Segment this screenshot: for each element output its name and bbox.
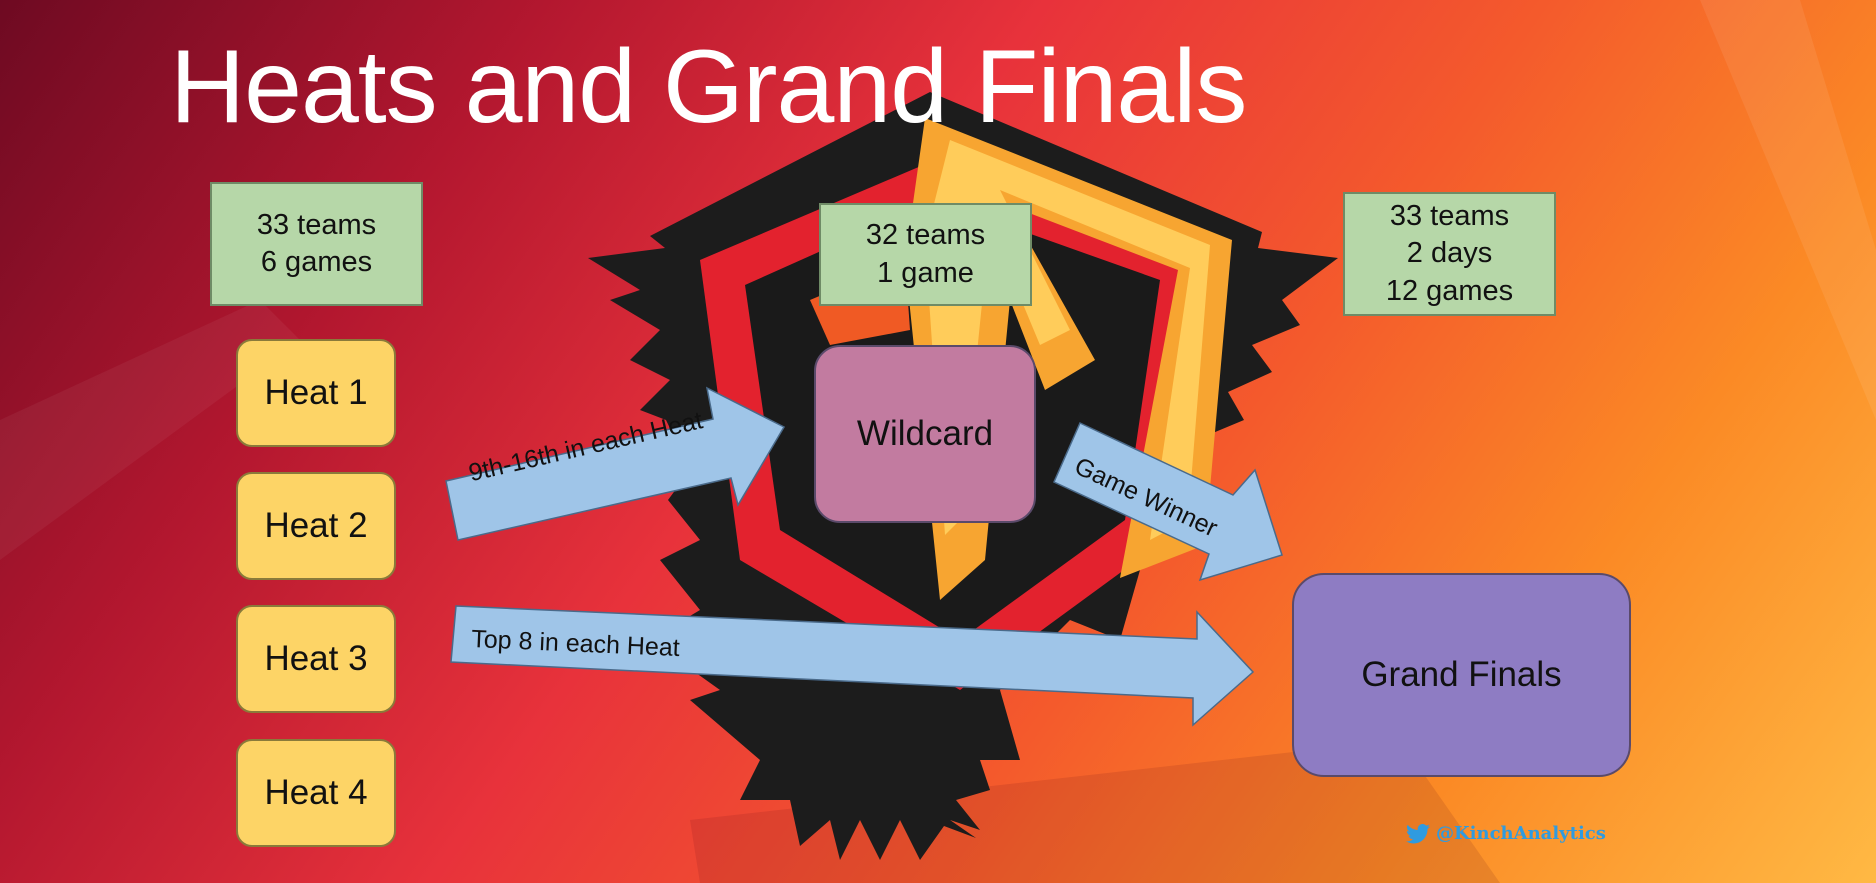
wildcard-info-teams: 32 teams xyxy=(865,219,986,252)
wildcard-info-box: 32 teams 1 game xyxy=(819,203,1032,306)
arrow-heats-to-wildcard xyxy=(445,386,786,541)
arrow-wildcard-to-finals xyxy=(1053,421,1283,582)
heat-2-box: Heat 2 xyxy=(236,472,396,580)
page-title: Heats and Grand Finals xyxy=(170,29,1247,145)
finals-info-box: 33 teams 2 days 12 games xyxy=(1343,192,1556,316)
twitter-bird-icon xyxy=(1406,823,1430,843)
heats-info-games: 6 games xyxy=(260,246,373,278)
heats-info-box: 33 teams 6 games xyxy=(210,182,423,306)
finals-info-teams: 33 teams xyxy=(1389,200,1510,233)
finals-info-days: 2 days xyxy=(1406,237,1493,270)
wildcard-box: Wildcard xyxy=(814,345,1036,523)
credit: @KinchAnalytics xyxy=(1406,823,1606,844)
heat-3-box: Heat 3 xyxy=(236,605,396,713)
arrow-heats-to-finals xyxy=(450,605,1255,727)
heats-info-teams: 33 teams xyxy=(256,208,377,241)
credit-handle: @KinchAnalytics xyxy=(1436,823,1606,844)
heat-4-box: Heat 4 xyxy=(236,739,396,847)
grand-finals-box: Grand Finals xyxy=(1292,573,1631,777)
wildcard-info-games: 1 game xyxy=(877,256,974,289)
heat-1-box: Heat 1 xyxy=(236,339,396,447)
finals-info-games: 12 games xyxy=(1385,274,1514,307)
